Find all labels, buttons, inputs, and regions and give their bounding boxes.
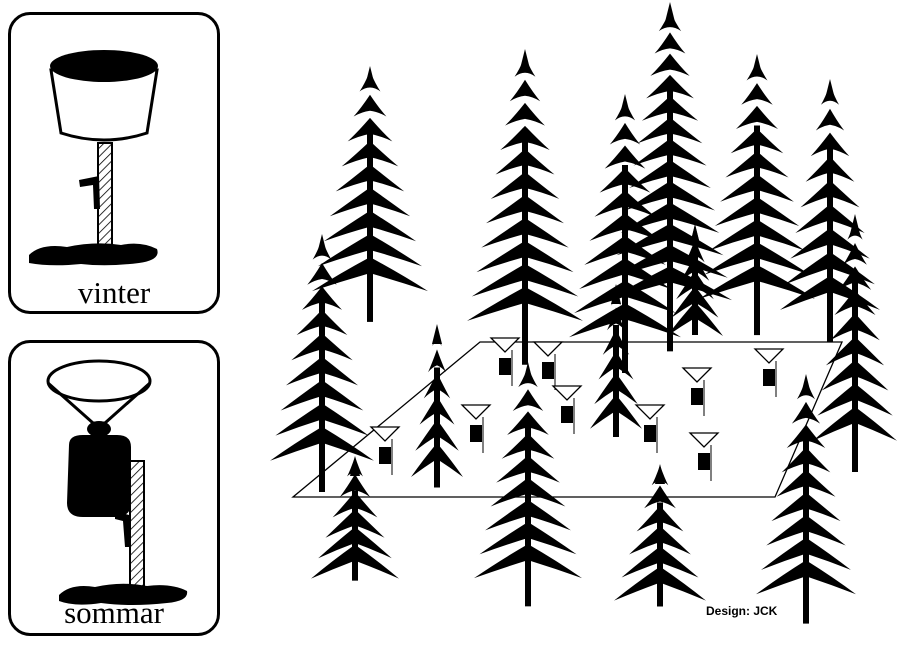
summer-collector-panel: sommar (8, 340, 220, 636)
spruce-tree-icon (756, 374, 856, 624)
winter-label: vinter (11, 277, 217, 308)
winter-collector-panel: vinter (8, 12, 220, 314)
snow-bucket-collector-icon (11, 15, 217, 311)
spruce-tree-icon (411, 324, 463, 488)
bottle-neck (87, 421, 111, 437)
funnel-sampler-icon (534, 342, 562, 390)
funnel-sampler-icon (755, 349, 783, 397)
funnel-sampler-icon (371, 427, 399, 475)
spruce-tree-icon (590, 284, 642, 437)
support-post (130, 461, 144, 589)
bucket-opening (50, 50, 158, 82)
bottle-body (67, 435, 131, 517)
funnel-sampler-icon (491, 338, 519, 386)
funnel-sampler-icon (683, 368, 711, 416)
funnel-sampler-icon (636, 405, 664, 453)
design-credit: Design: JCK (706, 604, 777, 618)
summer-label: sommar (11, 597, 217, 628)
spruce-tree-icon (312, 66, 428, 322)
funnel-sampler-icon (462, 405, 490, 453)
spruce-tree-icon (813, 214, 897, 472)
drain-tube (115, 511, 131, 547)
funnel-bottle-collector-icon (11, 343, 217, 633)
forest-plot-illustration (258, 0, 897, 645)
back-trees (312, 2, 880, 437)
ground-patch (29, 243, 158, 265)
support-post (98, 143, 112, 247)
spruce-tree-icon (467, 49, 583, 365)
spruce-tree-icon (614, 464, 706, 607)
funnel-sampler-icon (690, 433, 718, 481)
funnel-sampler-icon (553, 386, 581, 434)
bracket (79, 176, 100, 209)
spruce-tree-icon (699, 54, 815, 335)
